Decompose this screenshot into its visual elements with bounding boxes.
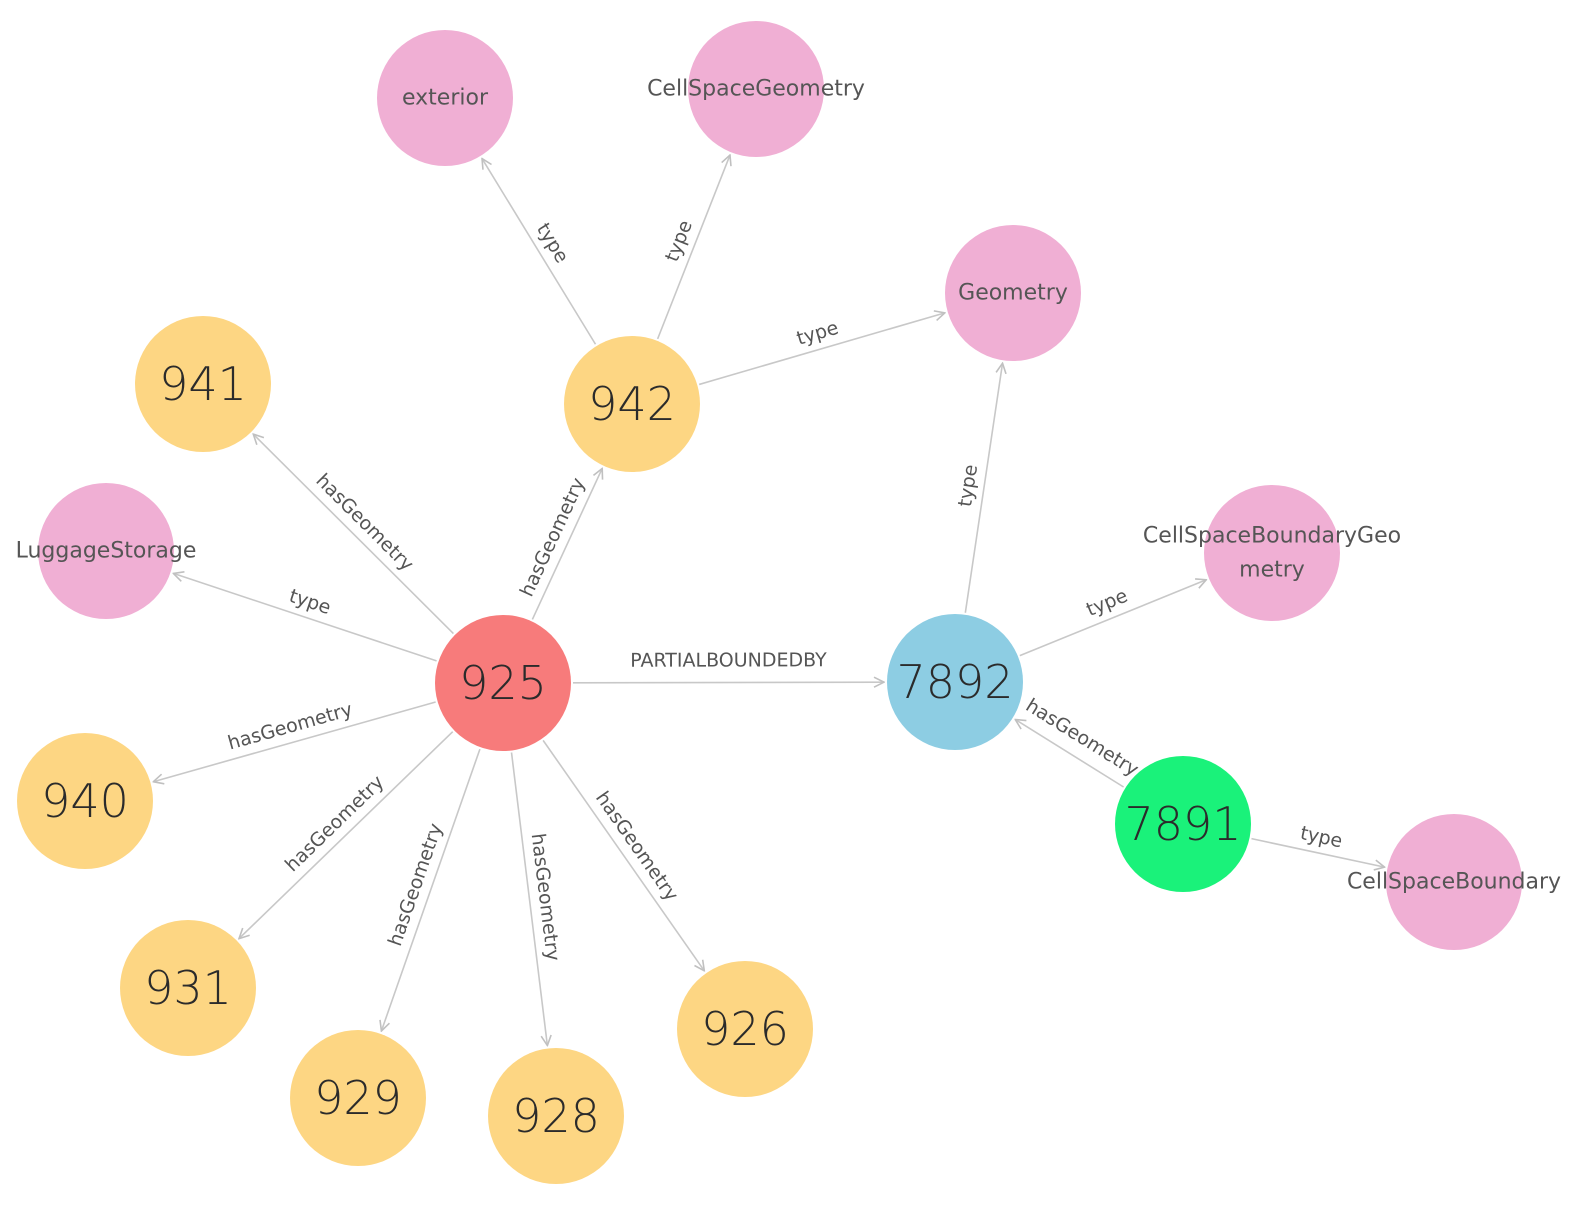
- edge-925-to-941: hasGeometry: [253, 434, 454, 635]
- node-label: 926: [701, 1002, 789, 1056]
- node-circle[interactable]: [17, 733, 153, 869]
- edge-925-to-940: hasGeometry: [153, 698, 436, 782]
- edge-925-to-929: hasGeometry: [381, 748, 481, 1031]
- node-circle[interactable]: [1386, 814, 1522, 950]
- edge-925-to-926: hasGeometry: [542, 739, 704, 970]
- edge-line: [1019, 580, 1206, 657]
- edge-label: hasGeometry: [527, 832, 564, 962]
- node-926[interactable]: 926: [677, 961, 813, 1097]
- edge-line: [239, 731, 454, 939]
- edge-line: [153, 701, 436, 782]
- node-942[interactable]: 942: [564, 336, 700, 472]
- node-label: 940: [41, 774, 129, 828]
- edge-label: hasGeometry: [311, 469, 417, 575]
- edge-label: hasGeometry: [225, 698, 354, 754]
- edge-925-to-7892: PARTIALBOUNDEDBY: [572, 649, 884, 683]
- nodes-layer: 925 942 941 940 931 929 928 926 7892 7891 exterior…: [16, 21, 1561, 1184]
- node-7892[interactable]: 7892: [887, 614, 1023, 750]
- node-940[interactable]: 940: [17, 733, 153, 869]
- edge-942-to-CellSpaceGeometry: type: [656, 155, 730, 340]
- node-label: 925: [459, 656, 547, 710]
- edge-label: hasGeometry: [516, 474, 590, 600]
- node-label: 931: [144, 961, 232, 1015]
- edge-line: [482, 159, 597, 345]
- edge-7892-to-Geometry: type: [954, 363, 1002, 613]
- node-circle[interactable]: [435, 615, 571, 751]
- node-circle[interactable]: [688, 21, 824, 157]
- edge-line: [656, 155, 730, 340]
- node-label: CellSpaceGeometry: [647, 77, 865, 102]
- node-label: CellSpaceBoundary: [1347, 870, 1561, 895]
- node-label: exterior: [402, 86, 489, 111]
- node-label: 928: [512, 1089, 600, 1143]
- node-cellspaceboundarygeometry[interactable]: CellSpaceBoundaryGeo metry: [1143, 485, 1401, 621]
- node-cellspaceboundary[interactable]: CellSpaceBoundary: [1347, 814, 1561, 950]
- edge-line: [253, 434, 454, 635]
- edge-label: type: [532, 219, 573, 267]
- node-label: metry: [1239, 558, 1305, 583]
- node-label: Geometry: [958, 281, 1068, 306]
- node-circle[interactable]: [488, 1048, 624, 1184]
- node-circle[interactable]: [135, 316, 271, 452]
- edge-line: [964, 363, 1002, 613]
- node-circle[interactable]: [377, 30, 513, 166]
- node-circle[interactable]: [1204, 485, 1340, 621]
- node-label: 7892: [896, 655, 1013, 709]
- edge-925-to-942: hasGeometry: [516, 468, 602, 620]
- edge-line: [531, 468, 602, 620]
- edge-line: [1251, 837, 1384, 867]
- node-circle[interactable]: [120, 920, 256, 1056]
- node-circle[interactable]: [290, 1030, 426, 1166]
- node-label: 942: [588, 377, 676, 431]
- edge-line: [510, 752, 548, 1045]
- edge-942-to-exterior: type: [482, 159, 597, 345]
- node-label: 929: [314, 1071, 402, 1125]
- node-geometry[interactable]: Geometry: [945, 225, 1081, 361]
- edge-label: PARTIALBOUNDEDBY: [630, 649, 827, 671]
- edge-label: type: [1083, 585, 1131, 621]
- node-circle[interactable]: [677, 961, 813, 1097]
- edge-line: [381, 748, 481, 1031]
- edge-7891-to-CellSpaceBoundary: type: [1251, 822, 1384, 867]
- node-label: 7891: [1124, 797, 1241, 851]
- node-circle[interactable]: [1115, 756, 1251, 892]
- edge-7892-to-CellSpaceBoundaryGeometry: type: [1019, 580, 1206, 657]
- edge-line: [1015, 720, 1125, 788]
- node-circle[interactable]: [887, 614, 1023, 750]
- edge-line: [698, 313, 945, 386]
- edge-label: hasGeometry: [281, 771, 388, 876]
- node-cellspacegeometry[interactable]: CellSpaceGeometry: [647, 21, 865, 157]
- edge-label: type: [1298, 822, 1344, 852]
- edge-line: [542, 739, 704, 970]
- node-label: LuggageStorage: [16, 539, 197, 564]
- node-circle[interactable]: [38, 483, 174, 619]
- node-circle[interactable]: [945, 225, 1081, 361]
- node-925[interactable]: 925: [435, 615, 571, 751]
- edge-label: type: [954, 463, 982, 508]
- edge-7891-to-7892: hasGeometry: [1015, 694, 1143, 788]
- node-label: CellSpaceBoundaryGeo: [1143, 524, 1401, 549]
- node-931[interactable]: 931: [120, 920, 256, 1056]
- edge-925-to-928: hasGeometry: [510, 752, 564, 1045]
- edge-line: [173, 573, 437, 662]
- node-circle[interactable]: [564, 336, 700, 472]
- edge-label: hasGeometry: [591, 788, 683, 906]
- node-929[interactable]: 929: [290, 1030, 426, 1166]
- edge-925-to-LuggageStorage: type: [173, 573, 437, 662]
- node-luggagestorage[interactable]: LuggageStorage: [16, 483, 197, 619]
- node-exterior[interactable]: exterior: [377, 30, 513, 166]
- edge-label: hasGeometry: [1022, 694, 1143, 781]
- node-928[interactable]: 928: [488, 1048, 624, 1184]
- edge-label: hasGeometry: [384, 821, 447, 949]
- node-941[interactable]: 941: [135, 316, 271, 452]
- node-7891[interactable]: 7891: [1115, 756, 1251, 892]
- edge-942-to-Geometry: type: [698, 313, 945, 386]
- node-label: 941: [159, 357, 247, 411]
- edge-line: [572, 682, 884, 683]
- edge-label: type: [661, 217, 697, 265]
